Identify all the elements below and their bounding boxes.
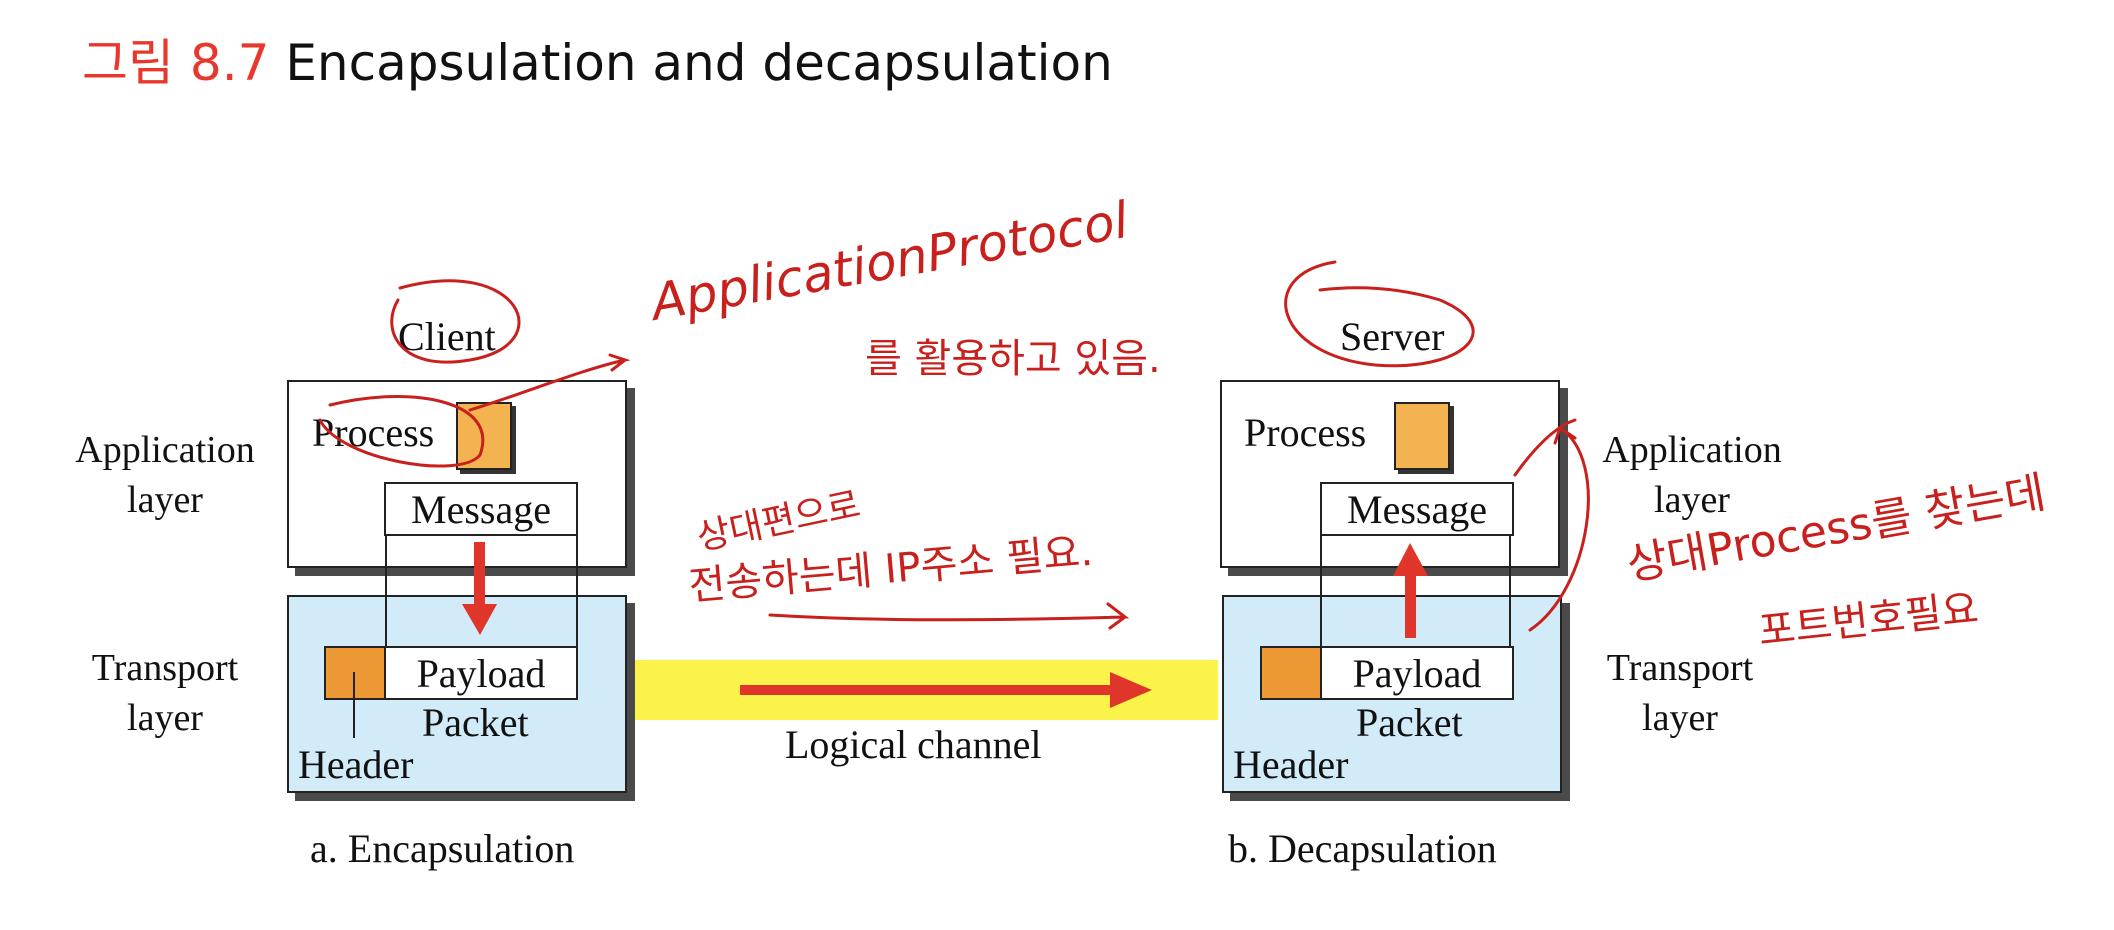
client-process-square: [456, 402, 512, 470]
server-packet-label: Packet: [1356, 700, 1463, 745]
left-application-layer-label: Application layer: [75, 429, 255, 521]
note-ip-address-line1: 상대편으로: [693, 484, 864, 559]
figure-caption-text: Encapsulation and decapsulation: [285, 34, 1113, 92]
client-message-box: Message: [384, 482, 578, 536]
server-right-guide-line: [1509, 536, 1511, 646]
client-header-pointer-line: [353, 672, 355, 738]
client-process-label: Process: [312, 410, 435, 455]
client-right-guide-line: [576, 536, 578, 646]
server-header-square: [1260, 646, 1322, 700]
server-header-label: Header: [1233, 742, 1349, 787]
note-application-protocol-line2: 를 활용하고 있음.: [865, 336, 1161, 382]
client-label: Client: [398, 314, 496, 359]
server-process-label: Process: [1244, 410, 1367, 455]
left-transport-layer-label: Transport layer: [91, 647, 239, 739]
server-left-guide-line: [1320, 536, 1322, 646]
decapsulation-caption: b. Decapsulation: [1228, 826, 1497, 871]
right-transport-layer-label: Transport layer: [1606, 647, 1754, 739]
figure-title: 그림 8.7 Encapsulation and decapsulation: [82, 28, 1113, 98]
client-header-square: [324, 646, 386, 700]
right-application-layer-label: Application layer: [1602, 429, 1782, 521]
server-message-box: Message: [1320, 482, 1514, 536]
client-payload-box: Payload: [384, 646, 578, 700]
client-header-label: Header: [298, 742, 414, 787]
server-process-square: [1394, 402, 1450, 470]
server-application-layer-box: [1220, 380, 1560, 568]
encapsulation-caption: a. Encapsulation: [310, 826, 575, 871]
note-ip-address-line2: 전송하는데 IP주소 필요.: [687, 529, 1095, 610]
logical-channel-band: [633, 660, 1218, 720]
figure-number: 그림 8.7: [82, 34, 270, 92]
note-application-protocol-line1: ApplicationProtocol: [644, 191, 1133, 333]
ip-address-underline-arrow: [768, 602, 1130, 630]
logical-channel-label: Logical channel: [785, 722, 1042, 767]
server-payload-box: Payload: [1320, 646, 1514, 700]
server-label: Server: [1340, 314, 1445, 359]
client-left-guide-line: [385, 536, 387, 646]
client-packet-label: Packet: [422, 700, 529, 745]
